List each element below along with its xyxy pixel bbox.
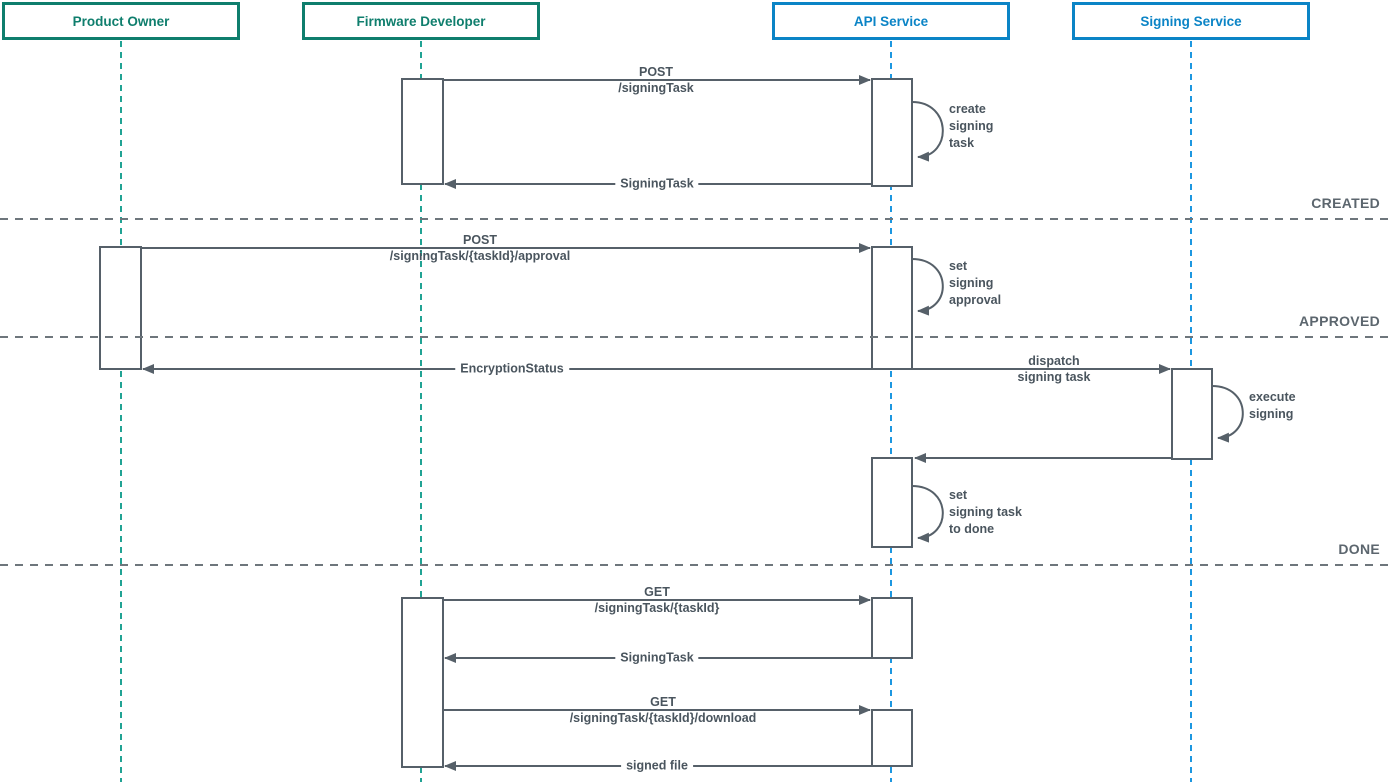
message-method: POST: [462, 233, 498, 247]
loop-line: signing: [949, 119, 994, 133]
loop-line: signing: [949, 276, 994, 290]
activation-firmware-developer-2: [401, 597, 444, 768]
activation-api-service-3: [871, 457, 913, 548]
actor-label: Product Owner: [72, 13, 170, 29]
message-label-get-download: GET /signingTask/{taskId}/download: [570, 694, 757, 726]
activation-api-service-4: [871, 597, 913, 659]
actor-firmware-developer: Firmware Developer: [302, 2, 540, 40]
loop-line: signing: [1249, 407, 1294, 421]
message-path: /signingTask/{taskId}/download: [569, 711, 757, 725]
loop-label-set-task-done: set signing task to done: [949, 487, 1022, 538]
loop-set-signing-approval: [911, 258, 944, 316]
actor-signing-service: Signing Service: [1072, 2, 1310, 40]
loop-line: execute: [1249, 390, 1296, 404]
message-line1: dispatch: [1028, 354, 1080, 368]
loop-line: create: [949, 102, 986, 116]
message-label-dispatch-signing-task: dispatch signing task: [1018, 353, 1091, 385]
activation-firmware-developer-1: [401, 78, 444, 185]
message-line2: signing task: [1017, 370, 1091, 384]
loop-execute-signing: [1211, 385, 1244, 443]
phase-label-created: CREATED: [1311, 195, 1380, 211]
phase-label-approved: APPROVED: [1299, 313, 1380, 329]
actor-label: Firmware Developer: [356, 13, 486, 29]
activation-signing-service-1: [1171, 368, 1213, 460]
message-method: POST: [638, 65, 674, 79]
message-label-signed-file: signed file: [621, 758, 693, 774]
message-method: GET: [644, 585, 670, 599]
phase-label-done: DONE: [1338, 541, 1380, 557]
message-method: GET: [650, 695, 676, 709]
message-label-signing-task-return-1: SigningTask: [615, 176, 699, 192]
loop-line: signing task: [949, 505, 1022, 519]
actor-api-service: API Service: [772, 2, 1010, 40]
message-path: /signingTask: [618, 81, 694, 95]
loop-line: set: [949, 488, 968, 502]
message-path: /signingTask/{taskId}/approval: [389, 249, 571, 263]
message-path: /signingTask/{taskId}: [594, 601, 720, 615]
activation-product-owner-1: [99, 246, 142, 370]
activation-api-service-5: [871, 709, 913, 767]
message-label-post-approval: POST /signingTask/{taskId}/approval: [390, 232, 570, 264]
actor-label: Signing Service: [1140, 13, 1242, 29]
message-label-get-signing-task: GET /signingTask/{taskId}: [595, 584, 720, 616]
message-label-post-signing-task: POST /signingTask: [618, 64, 693, 96]
loop-line: task: [949, 136, 975, 150]
actor-label: API Service: [853, 13, 929, 29]
loop-create-signing-task: [911, 101, 944, 162]
loop-set-task-done: [911, 485, 944, 543]
loop-line: set: [949, 259, 968, 273]
message-label-signing-task-return-2: SigningTask: [615, 650, 699, 666]
loop-label-execute-signing: execute signing: [1249, 389, 1296, 423]
loop-line: to done: [949, 522, 995, 536]
activation-api-service-2: [871, 246, 913, 370]
loop-label-create-signing-task: create signing task: [949, 101, 993, 152]
loop-label-set-signing-approval: set signing approval: [949, 258, 1001, 309]
loop-line: approval: [949, 293, 1002, 307]
message-label-encryption-status: EncryptionStatus: [455, 361, 569, 377]
actor-product-owner: Product Owner: [2, 2, 240, 40]
activation-api-service-1: [871, 78, 913, 187]
